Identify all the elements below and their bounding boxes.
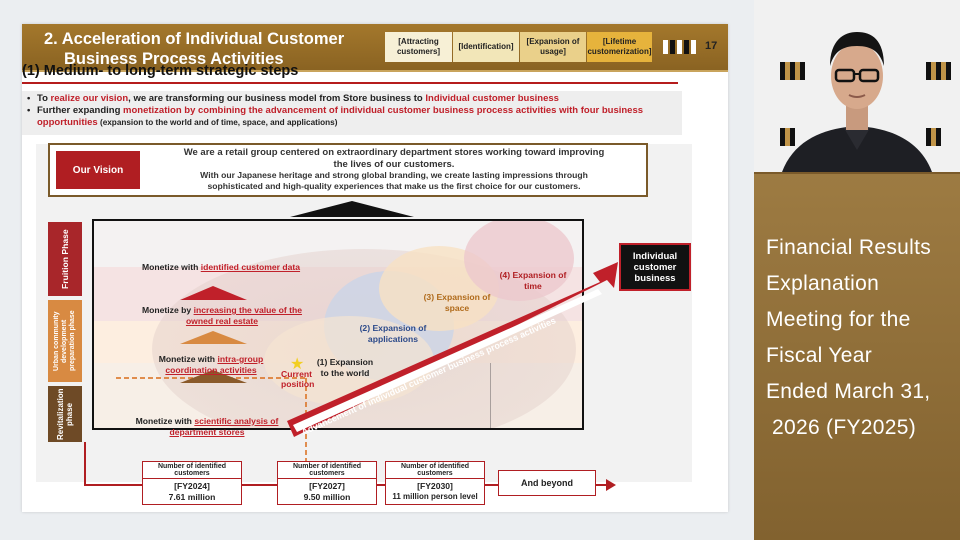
header-divider (22, 70, 728, 72)
phase-fruition: Fruition Phase (48, 222, 82, 296)
milestone-fy2024-value: 7.61 million (168, 491, 216, 502)
vision-label: Our Vision (56, 151, 140, 189)
meeting-title-line4: Fiscal Year (766, 344, 873, 367)
expansion-time: (4) Expansion of time (499, 270, 567, 291)
phase-urban-label: Urban community development preparation … (53, 310, 76, 372)
bullet-2-highlight: monetization by combining the advancemen… (37, 105, 644, 128)
monetize-1-highlight: identified customer data (200, 262, 301, 272)
expansion-world: (1) Expansion to the world (316, 357, 374, 378)
monetize-real-estate: Monetize by increasing the value of the … (138, 305, 306, 326)
section-underline (22, 82, 678, 84)
phase-fruition-label: Fruition Phase (60, 229, 70, 289)
phase-revitalization: Revitalization phase (48, 386, 82, 442)
bullet-2-note: (expansion to the world and of time, spa… (97, 118, 338, 127)
company-logo-icon (663, 40, 696, 54)
meeting-title-line6: 2026 (FY2025) (772, 416, 916, 439)
milestone-beyond: And beyond (498, 470, 596, 496)
slide-header: 2. Acceleration of Individual Customer B… (22, 24, 728, 70)
chip-expansion: [Expansion of usage] (520, 32, 586, 62)
milestone-fy2030-year: [FY2030] (417, 481, 453, 491)
phase-urban: Urban community development preparation … (48, 300, 82, 382)
slide-title-line2: Business Process Activities (64, 50, 284, 68)
speaker-video (754, 0, 960, 172)
monetize-3-highlight: intra-group coordination activities (165, 354, 264, 375)
video-divider (754, 172, 960, 174)
chip-lifetime: [Lifetime customerization] (587, 32, 652, 62)
monetize-coordination: Monetize with intra-group coordination a… (146, 354, 276, 375)
milestone-fy2030: Number of identified customers [FY2030] … (385, 461, 485, 505)
expansion-space: (3) Expansion of space (423, 292, 491, 313)
bullet-1-highlight: realize our vision (50, 93, 129, 104)
monetize-1-prefix: Monetize with (142, 262, 201, 272)
vision-box: Our Vision We are a retail group centere… (48, 143, 648, 197)
monetize-4-highlight: scientific analysis of department stores (169, 416, 279, 437)
chip-identification: [Identification] (453, 32, 519, 62)
bullet-1-text2: , we are transforming our business model… (128, 93, 426, 104)
milestone-fy2030-label: Number of identified customers (386, 462, 484, 479)
phase-column: Fruition Phase Urban community developme… (48, 222, 82, 442)
meeting-title: Financial Results Explanation Meeting fo… (766, 230, 958, 446)
page-number: 17 (705, 40, 718, 52)
phase-revitalization-label: Revitalization phase (56, 388, 74, 440)
milestone-fy2024-year: [FY2024] (174, 481, 210, 491)
timeline-vertical (84, 442, 86, 486)
monetize-customer-data: Monetize with identified customer data (142, 262, 332, 273)
expansion-applications: (2) Expansion of applications (359, 323, 427, 344)
bullet-1-highlight2: Individual customer business (425, 93, 559, 104)
bullet-box: To realize our vision, we are transformi… (22, 91, 682, 135)
vision-text: We are a retail group centered on extrao… (146, 147, 642, 191)
individual-customer-business-box: Individual customer business (619, 243, 691, 291)
bullet-2-text: Further expanding (37, 105, 124, 116)
milestone-fy2027-value: 9.50 million (303, 491, 351, 502)
current-position-star-icon: ★ (290, 356, 305, 373)
chip-attracting: [Attracting customers] (385, 32, 452, 62)
stage-chips: [Attracting customers] [Identification] … (385, 32, 653, 62)
milestone-fy2030-value: 11 million person level (392, 491, 478, 501)
timeline-arrowhead-icon (606, 479, 616, 491)
current-position-label: Current position (281, 369, 315, 389)
meeting-title-line1: Financial Results (766, 236, 931, 259)
meeting-title-line2: Explanation (766, 272, 880, 295)
vision-line4: sophisticated and high-quality experienc… (207, 180, 581, 191)
milestone-fy2027: Number of identified customers [FY2027] … (277, 461, 377, 505)
bullet-1: To realize our vision, we are transformi… (25, 93, 679, 105)
milestone-fy2024-label: Number of identified customers (143, 462, 241, 479)
vision-line1: We are a retail group centered on extrao… (183, 147, 605, 158)
monetize-3-prefix: Monetize with (158, 354, 218, 364)
vision-line2: the lives of our customers. (333, 158, 455, 170)
speaker-image (754, 0, 960, 172)
milestone-fy2027-label: Number of identified customers (278, 462, 376, 479)
slide-title: 2. Acceleration of Individual Customer B… (44, 29, 344, 69)
monetize-4-prefix: Monetize with (135, 416, 195, 426)
meeting-title-line5: Ended March 31, (766, 380, 931, 403)
milestone-fy2027-year: [FY2027] (309, 481, 345, 491)
monetize-analysis: Monetize with scientific analysis of dep… (132, 416, 282, 437)
monetize-2-highlight: increasing the value of the owned real e… (185, 305, 302, 326)
up-triangle-icon (290, 201, 414, 217)
bullet-1-text: To (37, 93, 51, 104)
bullet-2: Further expanding monetization by combin… (25, 105, 679, 129)
monetize-2-prefix: Monetize by (142, 305, 194, 315)
milestone-fy2024: Number of identified customers [FY2024] … (142, 461, 242, 505)
meeting-title-line3: Meeting for the (766, 308, 911, 331)
section-title: (1) Medium- to long-term strategic steps (22, 63, 299, 79)
slide-title-line1: 2. Acceleration of Individual Customer (44, 30, 345, 48)
vision-line3: With our Japanese heritage and strong gl… (200, 170, 588, 180)
